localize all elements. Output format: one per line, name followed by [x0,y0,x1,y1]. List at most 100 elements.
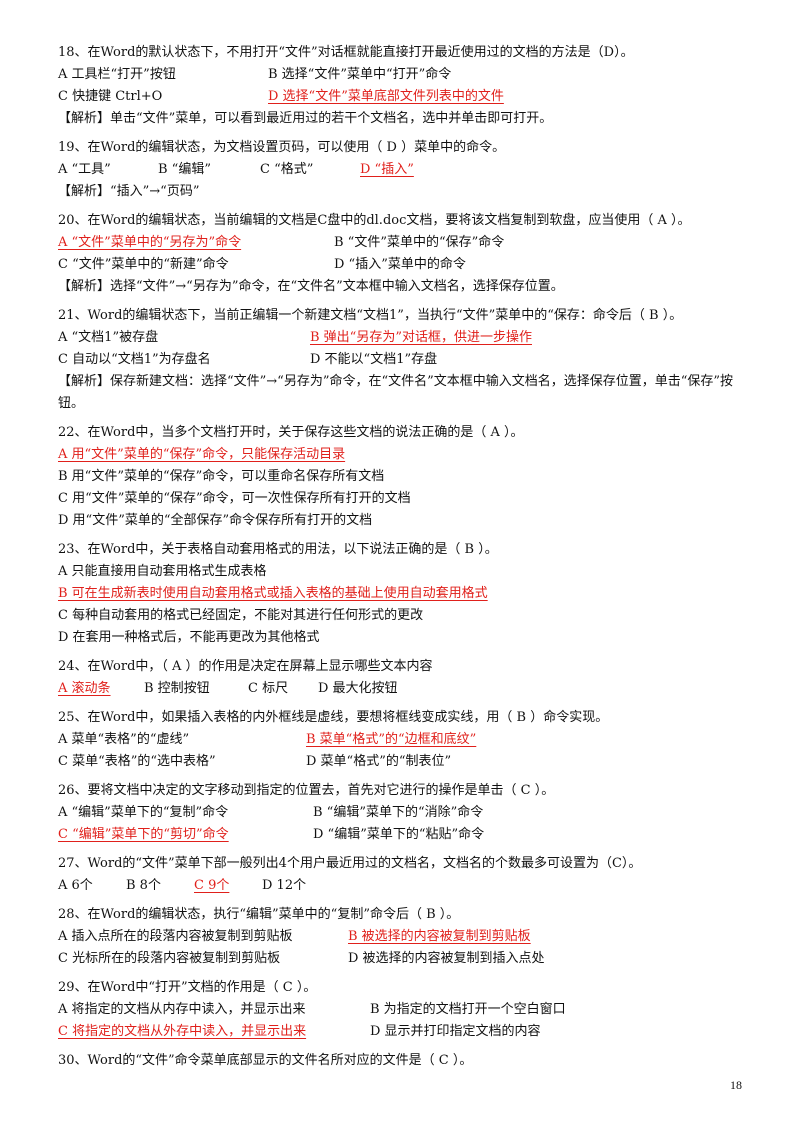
option-row: C 每种自动套用的格式已经固定，不能对其进行任何形式的更改 [58,605,758,627]
option: B 选择“文件”菜单中“打开”命令 [268,67,452,82]
page-number: 18 [730,1078,742,1092]
option: C “文件”菜单中的“新建”命令 [58,257,229,272]
option-cell: C 用“文件”菜单的“保存”命令，可一次性保存所有打开的文档 [58,488,558,510]
option-row: C 用“文件”菜单的“保存”命令，可一次性保存所有打开的文档 [58,488,758,510]
option-cell: A 插入点所在的段落内容被复制到剪贴板 [58,926,348,948]
option-cell: A 将指定的文档从内存中读入，并显示出来 [58,999,370,1021]
option: B “编辑” [158,162,211,177]
option: A 工具栏“打开”按钮 [58,67,176,82]
option: D “编辑”菜单下的“粘贴”命令 [313,827,485,842]
option-cell: C “编辑”菜单下的“剪切”命令 [58,824,313,846]
option-row: C 光标所在的段落内容被复制到剪贴板 D 被选择的内容被复制到插入点处 [58,948,758,970]
question-text: 18、在Word的默认状态下，不用打开“文件”对话框就能直接打开最近使用过的文档… [58,45,634,60]
question-block: 26、要将文档中决定的文字移动到指定的位置去，首先对它进行的操作是单击（ C ）… [58,780,758,846]
option-cell: D “插入”菜单中的命令 [334,254,594,276]
question-block: 20、在Word的编辑状态，当前编辑的文档是C盘中的dl.doc文档，要将该文档… [58,210,758,298]
option: A 将指定的文档从内存中读入，并显示出来 [58,1002,306,1017]
option: D 不能以“文档1”存盘 [310,352,438,367]
correct-option: B 可在生成新表时使用自动套用格式或插入表格的基础上使用自动套用格式 [58,586,488,601]
question-block: 25、在Word中，如果插入表格的内外框线是虚线，要想将框线变成实线，用（ B … [58,707,758,773]
question-list: 18、在Word的默认状态下，不用打开“文件”对话框就能直接打开最近使用过的文档… [58,40,758,1072]
option: A “编辑”菜单下的“复制”命令 [58,805,229,820]
option-cell: C 9个 [194,875,262,897]
question-text: 22、在Word中，当多个文档打开时，关于保存这些文档的说法正确的是（ A ）。 [58,425,524,440]
question-text: 21、Word的编辑状态下，当前正编辑一个新建文档“文档1”，当执行“文件”菜单… [58,308,683,323]
correct-option: D 选择“文件”菜单底部文件列表中的文件 [268,89,504,104]
option: C 用“文件”菜单的“保存”命令，可一次性保存所有打开的文档 [58,491,411,506]
option: C 菜单“表格”的“选中表格” [58,754,216,769]
option-cell: B 被选择的内容被复制到剪贴板 [348,926,628,948]
question-block: 28、在Word的编辑状态，执行“编辑”菜单中的“复制”命令后（ B ）。 A 插… [58,904,758,970]
option-row: A 插入点所在的段落内容被复制到剪贴板 B 被选择的内容被复制到剪贴板 [58,926,758,948]
question-text: 19、在Word的编辑状态，为文档设置页码，可以使用（ D ）菜单中的命令。 [58,140,506,155]
question-text: 20、在Word的编辑状态，当前编辑的文档是C盘中的dl.doc文档，要将该文档… [58,213,691,228]
option-cell: C 光标所在的段落内容被复制到剪贴板 [58,948,348,970]
option-row: C “文件”菜单中的“新建”命令 D “插入”菜单中的命令 [58,254,758,276]
option-cell: D 被选择的内容被复制到插入点处 [348,948,628,970]
option: D “插入”菜单中的命令 [334,257,466,272]
question-block: 19、在Word的编辑状态，为文档设置页码，可以使用（ D ）菜单中的命令。A … [58,137,758,203]
option-cell: B 为指定的文档打开一个空白窗口 [370,999,650,1021]
option-cell: C 快捷键 Ctrl+O [58,86,268,108]
question-block: 21、Word的编辑状态下，当前正编辑一个新建文档“文档1”，当执行“文件”菜单… [58,305,758,415]
explanation: 【解析】选择“文件”→“另存为”命令，在“文件名”文本框中输入文档名，选择保存位… [58,279,564,294]
question-block: 30、Word的“文件”命令菜单底部显示的文件名所对应的文件是（ C ）。 [58,1050,758,1072]
option: D 用“文件”菜单的“全部保存”命令保存所有打开的文档 [58,513,373,528]
option: D 12个 [262,878,307,893]
option-cell: A “编辑”菜单下的“复制”命令 [58,802,313,824]
option: D 最大化按钮 [318,681,398,696]
option-cell: D 显示并打印指定文档的内容 [370,1021,650,1043]
option-row: C 菜单“表格”的“选中表格” D 菜单“格式”的“制表位” [58,751,758,773]
option-row: A “工具”B “编辑”C “格式”D “插入” [58,159,758,181]
option-row: C 自动以“文档1”为存盘名 D 不能以“文档1”存盘 [58,349,758,371]
option-cell: A 6个 [58,875,126,897]
option-cell: D “插入” [360,159,450,181]
correct-option: A “文件”菜单中的“另存为”命令 [58,235,242,250]
option-cell: D 最大化按钮 [318,678,438,700]
option-cell: B 8个 [126,875,194,897]
option-cell: A 用“文件”菜单的“保存”命令，只能保存活动目录 [58,444,558,466]
question-text: 25、在Word中，如果插入表格的内外框线是虚线，要想将框线变成实线，用（ B … [58,710,609,725]
option-cell: C 每种自动套用的格式已经固定，不能对其进行任何形式的更改 [58,605,658,627]
correct-option: C 9个 [194,878,230,893]
option: A 插入点所在的段落内容被复制到剪贴板 [58,929,293,944]
option-cell: B “文件”菜单中的“保存”命令 [334,232,594,254]
option: C 每种自动套用的格式已经固定，不能对其进行任何形式的更改 [58,608,424,623]
option-cell: B 可在生成新表时使用自动套用格式或插入表格的基础上使用自动套用格式 [58,583,678,605]
option: B 为指定的文档打开一个空白窗口 [370,1002,566,1017]
option-cell: B 弹出“另存为”对话框，供进一步操作 [310,327,610,349]
question-text: 26、要将文档中决定的文字移动到指定的位置去，首先对它进行的操作是单击（ C ）… [58,783,555,798]
option: C 自动以“文档1”为存盘名 [58,352,211,367]
question-text: 27、Word的“文件”菜单下部一般列出4个用户最近用过的文档名，文档名的个数最… [58,856,642,871]
option-row: C 快捷键 Ctrl+O D 选择“文件”菜单底部文件列表中的文件 [58,86,758,108]
option-cell: C 自动以“文档1”为存盘名 [58,349,310,371]
explanation: 【解析】“插入”→“页码” [58,184,200,199]
option-cell: C “格式” [260,159,360,181]
correct-option: A 用“文件”菜单的“保存”命令，只能保存活动目录 [58,447,346,462]
question-block: 18、在Word的默认状态下，不用打开“文件”对话框就能直接打开最近使用过的文档… [58,42,758,130]
option-row: B 用“文件”菜单的“保存”命令，可以重命名保存所有文档 [58,466,758,488]
option-cell: B 用“文件”菜单的“保存”命令，可以重命名保存所有文档 [58,466,558,488]
option: C 光标所在的段落内容被复制到剪贴板 [58,951,281,966]
option-row: A 工具栏“打开”按钮 B 选择“文件”菜单中“打开”命令 [58,64,758,86]
option-cell: A 工具栏“打开”按钮 [58,64,268,86]
question-block: 23、在Word中，关于表格自动套用格式的用法，以下说法正确的是（ B ）。A … [58,539,758,649]
option: D 显示并打印指定文档的内容 [370,1024,541,1039]
question-text: 28、在Word的编辑状态，执行“编辑”菜单中的“复制”命令后（ B ）。 [58,907,460,922]
option-cell: B 选择“文件”菜单中“打开”命令 [268,64,568,86]
option: D 菜单“格式”的“制表位” [306,754,452,769]
option: D 被选择的内容被复制到插入点处 [348,951,545,966]
option-cell: C “文件”菜单中的“新建”命令 [58,254,334,276]
correct-option: B 菜单“格式”的“边框和底纹” [306,732,477,747]
option-cell: B 控制按钮 [144,678,248,700]
option: C 快捷键 Ctrl+O [58,89,163,104]
option-row: A 只能直接用自动套用格式生成表格 [58,561,758,583]
option: D 在套用一种格式后，不能再更改为其他格式 [58,630,320,645]
option-cell: B 菜单“格式”的“边框和底纹” [306,729,586,751]
correct-option: B 被选择的内容被复制到剪贴板 [348,929,531,944]
